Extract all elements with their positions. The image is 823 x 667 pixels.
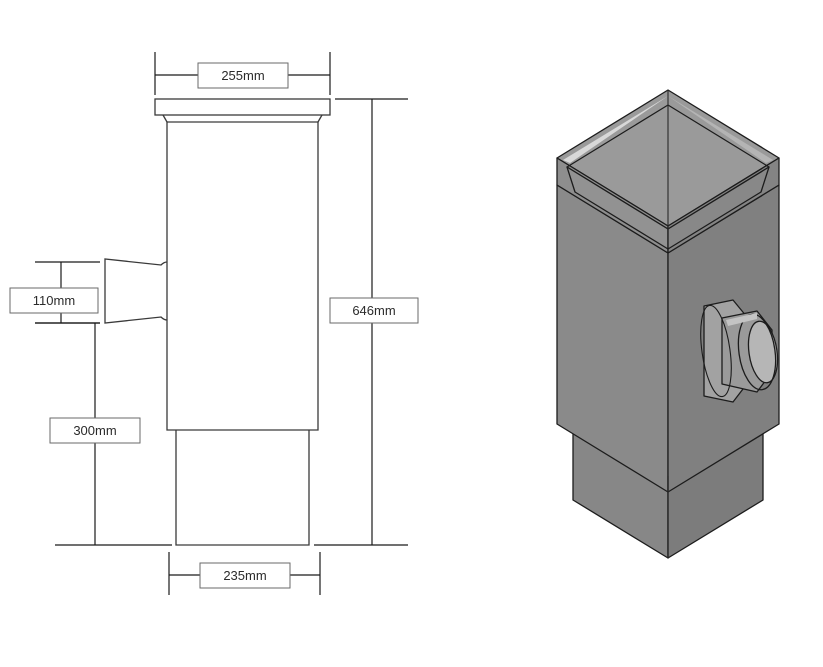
isometric-view (556, 89, 780, 559)
elevation-top-rim (154, 98, 331, 116)
dim-label-box (197, 62, 289, 89)
elevation-body (166, 122, 319, 431)
dim-label-646mm: 646mm (352, 303, 395, 318)
dim-label-box (49, 417, 141, 444)
iso-body (556, 184, 780, 493)
dim-label-box (9, 287, 99, 314)
dimension-bottom-width: 235mm (168, 552, 321, 595)
iso-side-outlet (700, 299, 779, 403)
outlet-highlight (726, 313, 757, 326)
dimension-lower-height: 300mm (35, 322, 172, 546)
dim-label-110mm: 110mm (33, 293, 75, 308)
dim-label-255mm: 255mm (221, 68, 264, 83)
elevation-outline (104, 98, 331, 546)
rim-chamfer-left (162, 114, 168, 123)
elevation-side-outlet (104, 258, 168, 324)
dim-label-box (329, 297, 419, 324)
rim-chamfer-right (317, 114, 323, 123)
rim-highlight-upper-right (668, 96, 773, 163)
dim-label-300mm: 300mm (73, 423, 116, 438)
iso-top-rim (556, 89, 780, 254)
elevation-view: 255mm 646mm 110mm (9, 52, 419, 595)
outlet-bore (747, 320, 779, 384)
dim-label-box (199, 562, 291, 589)
dim-label-235mm: 235mm (223, 568, 266, 583)
elevation-bottom-spigot (175, 430, 310, 546)
rim-highlight-upper-left (563, 96, 668, 163)
dimension-overall-height: 646mm (314, 98, 419, 546)
interior-wall-right (667, 166, 770, 250)
outlet-flare-edge (700, 304, 732, 398)
dimension-top-width: 255mm (154, 52, 331, 95)
